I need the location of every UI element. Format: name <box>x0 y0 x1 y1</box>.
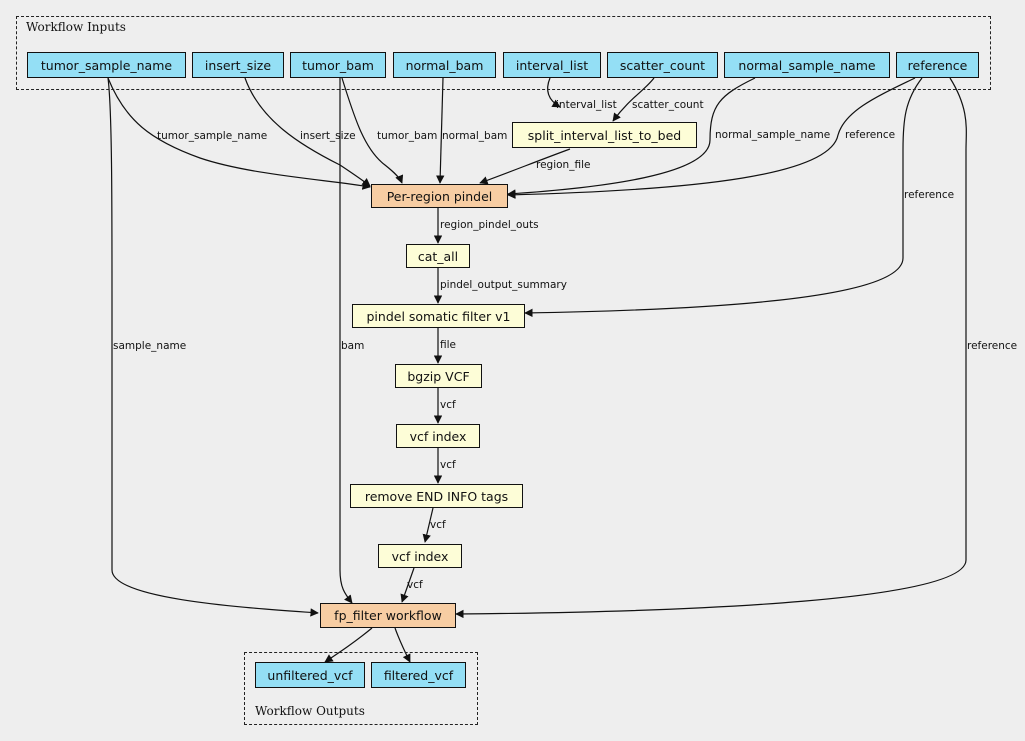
label-sample-name: sample_name <box>113 340 186 352</box>
label-region-file: region_file <box>536 159 590 171</box>
edge-region-file <box>479 148 571 185</box>
output-filtered-vcf: filtered_vcf <box>371 662 466 688</box>
input-interval-list: interval_list <box>503 52 601 78</box>
label-region-pindel-outs: region_pindel_outs <box>440 219 539 231</box>
edge-sample-name <box>107 77 319 617</box>
step-vcf-index-1: vcf index <box>396 424 480 448</box>
input-reference: reference <box>896 52 979 78</box>
label-vcf-1: vcf <box>440 399 456 411</box>
label-reference-fp: reference <box>967 340 1017 352</box>
label-insert-size: insert_size <box>300 130 356 142</box>
edge-tumor-sample-name <box>107 77 371 190</box>
label-interval-list: interval_list <box>556 99 617 111</box>
step-remove-end-info-tags: remove END INFO tags <box>350 484 523 508</box>
edge-normal-sample-name <box>507 77 756 198</box>
step-fp-filter-workflow: fp_filter workflow <box>320 603 456 628</box>
step-vcf-index-2: vcf index <box>378 544 462 568</box>
label-pindel-output-summary: pindel_output_summary <box>440 279 567 291</box>
label-reference-filter: reference <box>904 189 954 201</box>
label-vcf-2: vcf <box>440 459 456 471</box>
edge-reference-fp <box>455 77 967 619</box>
step-cat-all: cat_all <box>406 244 470 268</box>
edge-filtered-vcf <box>394 627 411 663</box>
edge-reference-filter <box>524 77 923 318</box>
label-file: file <box>440 339 456 351</box>
edge-scatter-count <box>612 77 655 122</box>
input-normal-bam: normal_bam <box>393 52 496 78</box>
label-normal-bam: normal_bam <box>442 130 507 142</box>
input-normal-sample-name: normal_sample_name <box>724 52 890 78</box>
edge-interval-list <box>547 77 561 108</box>
workflow-inputs-title: Workflow Inputs <box>26 20 126 34</box>
input-tumor-sample-name: tumor_sample_name <box>27 52 186 78</box>
label-vcf-3: vcf <box>430 519 446 531</box>
step-split-interval-list-to-bed: split_interval_list_to_bed <box>512 122 697 148</box>
label-bam: bam <box>341 340 364 352</box>
output-unfiltered-vcf: unfiltered_vcf <box>255 662 365 688</box>
label-vcf-4: vcf <box>407 579 423 591</box>
edge-tumor-bam <box>341 77 404 184</box>
edge-insert-size <box>244 77 371 187</box>
edge-normal-bam <box>436 77 445 184</box>
edge-vcf-4 <box>400 567 415 603</box>
edge-bam <box>339 78 353 604</box>
label-tumor-sample-name: tumor_sample_name <box>157 130 267 142</box>
input-tumor-bam: tumor_bam <box>290 52 386 78</box>
workflow-inputs-cluster <box>16 16 991 90</box>
input-insert-size: insert_size <box>192 52 284 78</box>
edge-unfiltered-vcf <box>324 627 373 663</box>
step-pindel-somatic-filter: pindel somatic filter v1 <box>352 304 525 328</box>
edge-vcf-3 <box>422 507 434 543</box>
edge-reference-pindel <box>507 77 916 200</box>
input-scatter-count: scatter_count <box>607 52 718 78</box>
workflow-outputs-title: Workflow Outputs <box>255 704 365 718</box>
step-bgzip-vcf: bgzip VCF <box>395 364 482 388</box>
workflow-outputs-cluster <box>244 652 478 725</box>
step-per-region-pindel: Per-region pindel <box>371 184 508 208</box>
label-normal-sample-name: normal_sample_name <box>715 129 830 141</box>
label-reference-pindel: reference <box>845 129 895 141</box>
label-scatter-count: scatter_count <box>632 99 704 111</box>
label-tumor-bam: tumor_bam <box>377 130 437 142</box>
